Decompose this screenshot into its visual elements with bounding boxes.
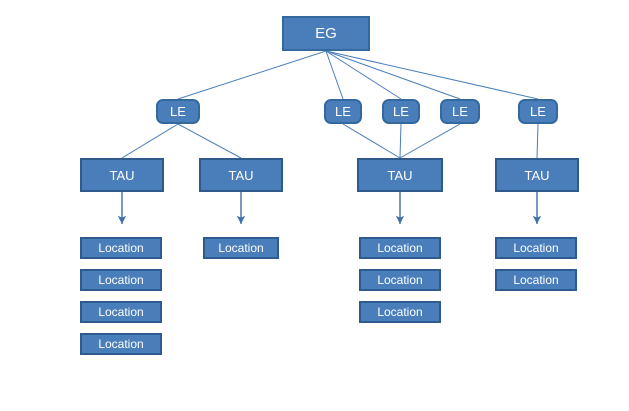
edge-le-tau-2 [342, 123, 401, 159]
node-location-5[interactable]: Location [359, 237, 441, 259]
node-location-4[interactable]: Location [203, 237, 279, 259]
node-location-label: Location [98, 273, 144, 287]
node-le-3[interactable]: LE [440, 99, 480, 124]
node-location-label: Location [98, 305, 144, 319]
node-tau-1[interactable]: TAU [199, 158, 283, 192]
edge-le-tau-4 [399, 123, 461, 159]
node-tau-2[interactable]: TAU [357, 158, 443, 192]
node-le-label: LE [530, 104, 546, 119]
node-tau-label: TAU [109, 167, 135, 183]
edge-eg-le-2 [325, 50, 402, 100]
edge-le-tau-3 [399, 123, 402, 159]
node-location-label: Location [377, 305, 423, 319]
node-location-7[interactable]: Location [359, 301, 441, 323]
edges-tau-to-location [117, 192, 542, 224]
edge-eg-le-3 [325, 50, 461, 100]
edge-le-tau-0 [121, 123, 179, 159]
node-le-0[interactable]: LE [156, 99, 200, 124]
node-le-label: LE [335, 104, 351, 119]
node-le-1[interactable]: LE [324, 99, 362, 124]
node-le-label: LE [452, 104, 468, 119]
node-location-9[interactable]: Location [495, 269, 577, 291]
node-location-label: Location [377, 273, 423, 287]
node-location-label: Location [513, 273, 559, 287]
node-location-3[interactable]: Location [80, 333, 162, 355]
edge-le-tau-1 [177, 123, 242, 159]
edge-eg-le-1 [325, 50, 344, 100]
node-tau-label: TAU [387, 167, 413, 183]
node-le-4[interactable]: LE [518, 99, 558, 124]
node-tau-label: TAU [524, 167, 550, 183]
node-location-label: Location [218, 241, 264, 255]
node-location-2[interactable]: Location [80, 301, 162, 323]
node-location-label: Location [98, 337, 144, 351]
node-eg-root[interactable]: EG [282, 16, 370, 51]
node-location-0[interactable]: Location [80, 237, 162, 259]
node-location-label: Location [513, 241, 559, 255]
node-tau-0[interactable]: TAU [80, 158, 164, 192]
edge-eg-le-4 [325, 50, 539, 100]
node-location-label: Location [377, 241, 423, 255]
node-eg-label: EG [315, 25, 337, 42]
node-location-1[interactable]: Location [80, 269, 162, 291]
node-location-label: Location [98, 241, 144, 255]
node-location-6[interactable]: Location [359, 269, 441, 291]
node-le-label: LE [170, 104, 186, 119]
edges-eg-to-le [177, 50, 539, 100]
edge-eg-le-0 [177, 50, 327, 100]
node-location-8[interactable]: Location [495, 237, 577, 259]
node-tau-3[interactable]: TAU [495, 158, 579, 192]
edge-le-tau-5 [536, 123, 539, 159]
node-tau-label: TAU [228, 167, 254, 183]
edges-le-to-tau [121, 123, 539, 159]
node-le-label: LE [393, 104, 409, 119]
node-le-2[interactable]: LE [382, 99, 420, 124]
